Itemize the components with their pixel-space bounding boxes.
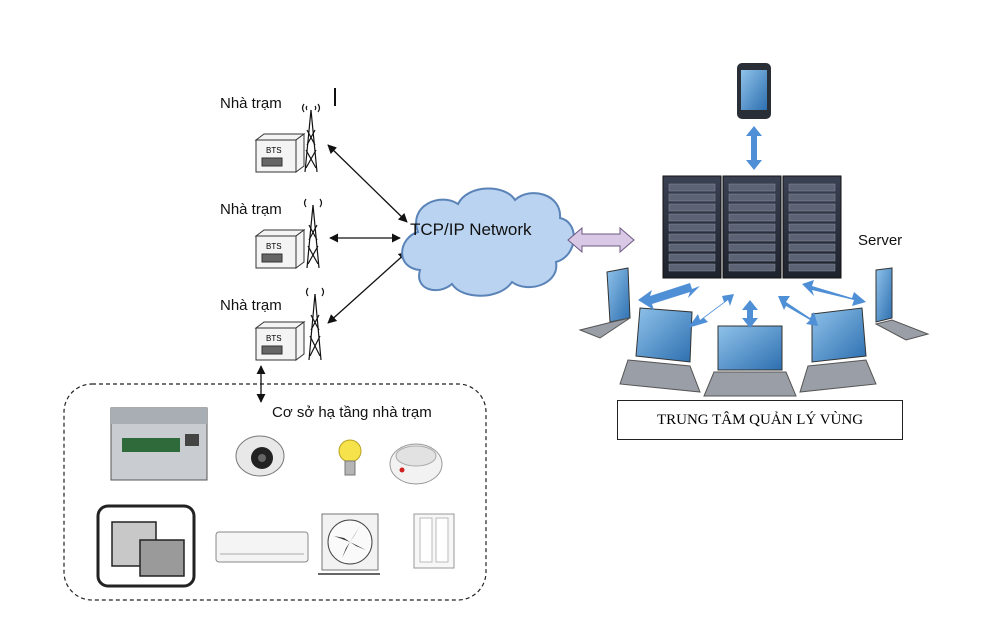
server-slot [788, 183, 836, 192]
bts-label: BTS [266, 242, 282, 251]
laptop-icon [703, 325, 797, 397]
air-conditioner-icon [215, 531, 309, 563]
station-label: Nhà trạm [220, 297, 282, 314]
regional-center-box: TRUNG TÂM QUẢN LÝ VÙNG [617, 400, 903, 440]
server-slot [728, 243, 776, 252]
controller-icon [110, 407, 208, 481]
server-slot [668, 203, 716, 212]
server-slot [728, 183, 776, 192]
laptop-icon [874, 267, 930, 341]
cloud-icon [401, 187, 575, 297]
tower-icon [305, 287, 325, 361]
server-slot [788, 213, 836, 222]
bts-cabinet-icon [254, 321, 306, 361]
server-slot [668, 233, 716, 242]
server-slot [668, 223, 716, 232]
server-slot [788, 253, 836, 262]
tower-icon [301, 88, 336, 173]
server-slot [728, 213, 776, 222]
server-slot [788, 223, 836, 232]
bulb-icon [338, 439, 362, 476]
server-slot [668, 213, 716, 222]
station-links [327, 144, 408, 324]
server-slot [788, 233, 836, 242]
laptop-icon [619, 307, 701, 393]
infrastructure-label: Cơ sở hạ tầng nhà trạm [272, 404, 432, 421]
server-slot [668, 193, 716, 202]
server-slot [728, 233, 776, 242]
generator-icon [96, 504, 196, 588]
server-slot [788, 193, 836, 202]
ventilation-fan-icon [318, 513, 380, 575]
server-slot [728, 193, 776, 202]
regional-center-label: TRUNG TÂM QUẢN LÝ VÙNG [656, 411, 864, 428]
server-slots [668, 183, 836, 272]
smartphone-icon [737, 63, 771, 119]
bts-label: BTS [266, 146, 282, 155]
tower-icon [303, 198, 323, 269]
infrastructure-group [63, 383, 487, 601]
server-slot [788, 263, 836, 272]
bts-cabinet-icon [254, 133, 306, 173]
server-slot [728, 263, 776, 272]
laptop-link-arrows [638, 280, 866, 328]
camera-icon [235, 435, 285, 477]
laptop-icon [578, 267, 631, 339]
server-slot [788, 203, 836, 212]
server-label: Server [858, 232, 903, 249]
server-slot [728, 223, 776, 232]
bts-cabinet-icon [254, 229, 306, 269]
server-slot [668, 183, 716, 192]
station-label: Nhà trạm [220, 95, 282, 112]
door-sensor-icon [413, 513, 455, 569]
server-slot [668, 243, 716, 252]
server-slot [728, 203, 776, 212]
laptop-icon [799, 307, 877, 393]
network-server-link [567, 226, 635, 254]
server-slot [728, 253, 776, 262]
server-slot [668, 253, 716, 262]
network-label: TCP/IP Network [410, 220, 532, 239]
server-slot [668, 263, 716, 272]
server-slot [788, 243, 836, 252]
station-label: Nhà trạm [220, 201, 282, 218]
smoke-detector-icon [389, 443, 443, 485]
bts-label: BTS [266, 334, 282, 343]
phone-server-link [746, 126, 762, 170]
